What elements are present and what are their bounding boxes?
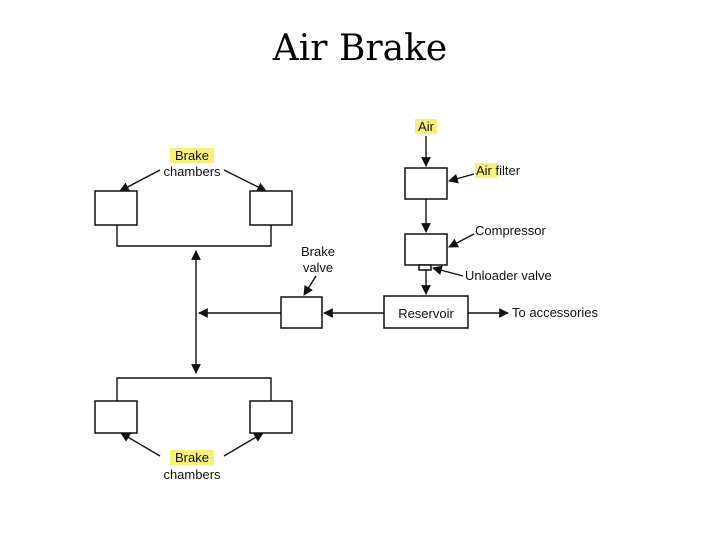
label-compressor: Compressor (475, 223, 546, 238)
label-air-filter-suffix: filter (492, 163, 521, 178)
label-brake-bottom-1: Brake (175, 450, 209, 465)
brake-chamber-top-left (94, 190, 138, 226)
highlight-air (415, 119, 437, 134)
leader-arrow-brake-bottom-left (120, 432, 161, 457)
label-brake-top-1: Brake (175, 148, 209, 163)
leader-arrow-air-filter (448, 173, 475, 184)
label-brake-valve-1: Brake (301, 244, 335, 259)
leader-arrow-brake-top-left (119, 169, 161, 192)
highlight-brake-top (170, 148, 214, 163)
label-chambers-top-2: chambers (163, 164, 221, 179)
label-chambers-bottom-2: chambers (163, 467, 221, 482)
brake-valve-box (280, 296, 323, 329)
page-title: Air Brake (272, 28, 448, 69)
label-unloader-valve: Unloader valve (465, 268, 552, 283)
compressor-box (404, 233, 448, 266)
label-reservoir: Reservoir (398, 306, 454, 321)
leader-arrow-unloader (432, 265, 464, 277)
label-brake-valve-2: valve (303, 260, 333, 275)
highlight-air-filter (475, 163, 497, 178)
leader-arrow-compressor (448, 233, 475, 248)
label-to-accessories: To accessories (512, 305, 598, 320)
label-air-filter-prefix: Air (476, 163, 493, 178)
leader-arrow-brake-top-right (223, 169, 267, 192)
brake-chamber-bottom-right (249, 400, 293, 434)
unloader-valve-box (418, 264, 432, 271)
top-manifold-line (116, 225, 272, 247)
brake-chamber-bottom-left (94, 400, 138, 434)
reservoir-box (383, 295, 469, 329)
highlight-brake-bottom (170, 450, 214, 465)
leader-arrow-brake-valve (303, 275, 317, 296)
bottom-manifold-line (116, 377, 272, 401)
air-filter-box (404, 167, 448, 200)
brake-chamber-top-right (249, 190, 293, 226)
label-air-filter: Air filter (476, 163, 521, 178)
leader-arrow-brake-bottom-right (223, 432, 264, 457)
label-air: Air (418, 119, 435, 134)
